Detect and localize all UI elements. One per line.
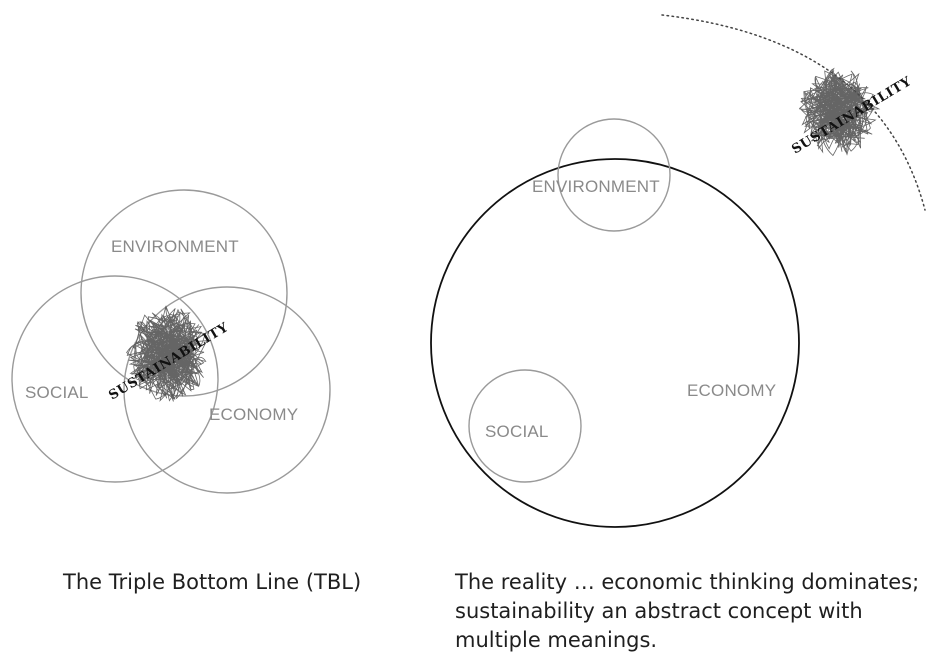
tbl-environment-circle: [80, 189, 288, 397]
reality-economy-circle: [430, 158, 800, 528]
tbl-caption: The Triple Bottom Line (TBL): [63, 570, 362, 594]
reality-economy-label: ECONOMY: [687, 381, 776, 400]
tbl-social-label: SOCIAL: [25, 383, 89, 402]
tbl-venn-diagram: SUSTAINABILITY ENVIRONMENT SOCIAL ECONOM…: [11, 189, 331, 494]
reality-dotted-arc: [661, 14, 926, 211]
reality-diagram: ENVIRONMENT SOCIAL ECONOMY SUSTAINABILIT…: [430, 14, 926, 528]
tbl-environment-label: ENVIRONMENT: [111, 237, 239, 256]
tbl-economy-label: ECONOMY: [209, 405, 298, 424]
tbl-economy-circle: [123, 286, 331, 494]
reality-caption: The reality … economic thinking dominate…: [455, 570, 920, 652]
reality-sustainability-scribble: [798, 67, 881, 157]
reality-environment-circle: [557, 118, 671, 232]
reality-environment-label: ENVIRONMENT: [532, 177, 660, 196]
tbl-social-circle: [11, 275, 219, 483]
reality-social-label: SOCIAL: [485, 422, 549, 441]
tbl-sustainability-scribble: [126, 305, 208, 402]
reality-social-circle: [468, 369, 582, 483]
